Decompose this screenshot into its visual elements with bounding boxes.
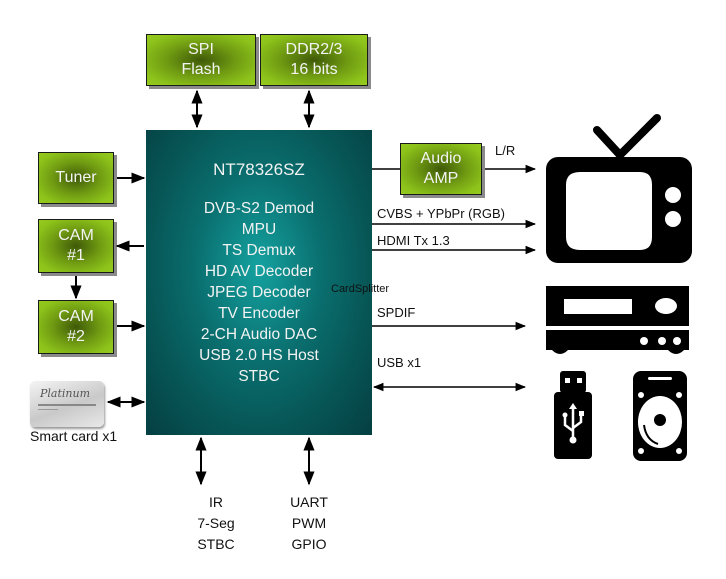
- uart-label: UART: [290, 494, 328, 510]
- chip-function: STBC: [238, 368, 280, 385]
- audio-amp-line2: AMP: [423, 170, 459, 187]
- pwm-label: PWM: [291, 515, 327, 531]
- smart-card-number: [38, 404, 96, 406]
- chip-function: 2-CH Audio DAC: [200, 326, 318, 343]
- usb-drive-icon: [554, 371, 592, 459]
- cvbs-label: CVBS + YPbPr (RGB): [377, 206, 505, 221]
- smart-card-label: Smart card x1: [30, 428, 118, 444]
- tv-icon: [546, 114, 692, 263]
- hard-drive-icon: [633, 371, 687, 461]
- cam1-line2: #1: [67, 247, 85, 264]
- smart-card-image: Platinum: [30, 381, 104, 427]
- cam2-line1: CAM: [58, 308, 94, 325]
- seven-seg-label: 7-Seg: [197, 515, 235, 531]
- audio-amp-line1: Audio: [420, 150, 462, 167]
- chip-function: DVB-S2 Demod: [203, 200, 315, 217]
- ddr-line1: DDR2/3: [285, 41, 343, 58]
- ddr-block: DDR2/3 16 bits: [260, 34, 368, 86]
- chip-function-list: DVB-S2 Demod MPU TS Demux HD AV Decoder …: [146, 198, 372, 387]
- stbc-label: STBC: [197, 536, 235, 552]
- chip-function: USB 2.0 HS Host: [199, 347, 319, 364]
- cam1-line1: CAM: [58, 227, 94, 244]
- card-splitter-text: CardSplitter: [331, 283, 390, 295]
- hdmi-label: HDMI Tx 1.3: [377, 233, 450, 248]
- cam2-line2: #2: [67, 328, 85, 345]
- lr-label: L/R: [495, 143, 516, 158]
- spi-flash-line2: Flash: [181, 61, 221, 78]
- cam1-block: CAM #1: [38, 219, 114, 273]
- chip-function: JPEG Decoder: [207, 284, 311, 301]
- chip-function: TV Encoder: [218, 305, 300, 322]
- gpio-label: GPIO: [291, 536, 327, 552]
- smart-card-detail: [38, 409, 58, 410]
- soc-chip-block: NT78326SZ DVB-S2 Demod MPU TS Demux HD A…: [146, 130, 372, 435]
- spi-flash-block: SPI Flash: [146, 34, 256, 86]
- cam2-block: CAM #2: [38, 300, 114, 354]
- ddr-line2: 16 bits: [290, 61, 338, 78]
- chip-function: HD AV Decoder: [204, 263, 314, 280]
- audio-amp-block: Audio AMP: [400, 143, 482, 195]
- chip-function: MPU: [241, 221, 277, 238]
- chip-name: NT78326SZ: [213, 160, 305, 179]
- av-receiver-icon: [546, 286, 689, 354]
- usb-label: USB x1: [377, 355, 422, 370]
- ir-label: IR: [209, 494, 223, 510]
- smart-card-brand: Platinum: [40, 387, 91, 400]
- tuner-label: Tuner: [55, 169, 97, 186]
- tuner-block: Tuner: [38, 152, 114, 204]
- spi-flash-line1: SPI: [188, 41, 214, 58]
- spdif-label: SPDIF: [377, 305, 416, 320]
- bottom-left-labels: IR 7-Seg STBC: [186, 492, 246, 555]
- chip-function: TS Demux: [222, 242, 296, 259]
- bottom-right-labels: UART PWM GPIO: [279, 492, 339, 555]
